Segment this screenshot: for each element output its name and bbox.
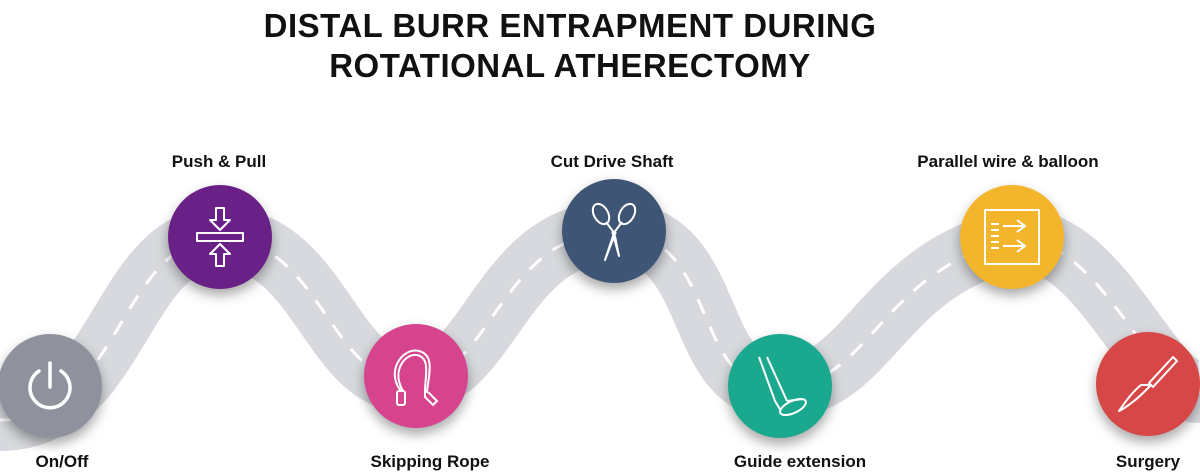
power-icon — [28, 361, 72, 410]
step-label-push-pull: Push & Pull — [171, 152, 267, 171]
title-line-1: DISTAL BURR ENTRAPMENT DURING — [263, 7, 877, 44]
step-circle-skipping-rope — [364, 324, 468, 428]
step-label-guide-extension: Guide extension — [733, 452, 867, 471]
step-circle-guide-extension — [728, 334, 832, 438]
guide-extension-icon — [758, 356, 807, 417]
compress-arrows-icon — [196, 207, 244, 267]
step-circle-cut-drive-shaft — [562, 179, 666, 283]
scalpel-icon — [1118, 356, 1178, 412]
step-label-on-off: On/Off — [35, 452, 89, 471]
step-circle-surgery — [1096, 332, 1200, 436]
diagram-title: DISTAL BURR ENTRAPMENT DURING ROTATIONAL… — [0, 6, 1140, 86]
step-label-skipping-rope: Skipping Rope — [370, 452, 490, 471]
step-label-surgery: Surgery — [1115, 452, 1181, 471]
skipping-rope-icon — [393, 349, 439, 407]
step-circle-on-off — [0, 334, 102, 438]
step-label-parallel-wire-balloon: Parallel wire & balloon — [917, 152, 1099, 171]
title-line-2: ROTATIONAL ATHERECTOMY — [329, 47, 811, 84]
parallel-arrows-icon — [984, 209, 1040, 265]
step-circle-push-pull — [168, 185, 272, 289]
step-label-cut-drive-shaft: Cut Drive Shaft — [550, 152, 674, 171]
step-circle-parallel-wire-balloon — [960, 185, 1064, 289]
scissors-icon — [591, 202, 637, 261]
